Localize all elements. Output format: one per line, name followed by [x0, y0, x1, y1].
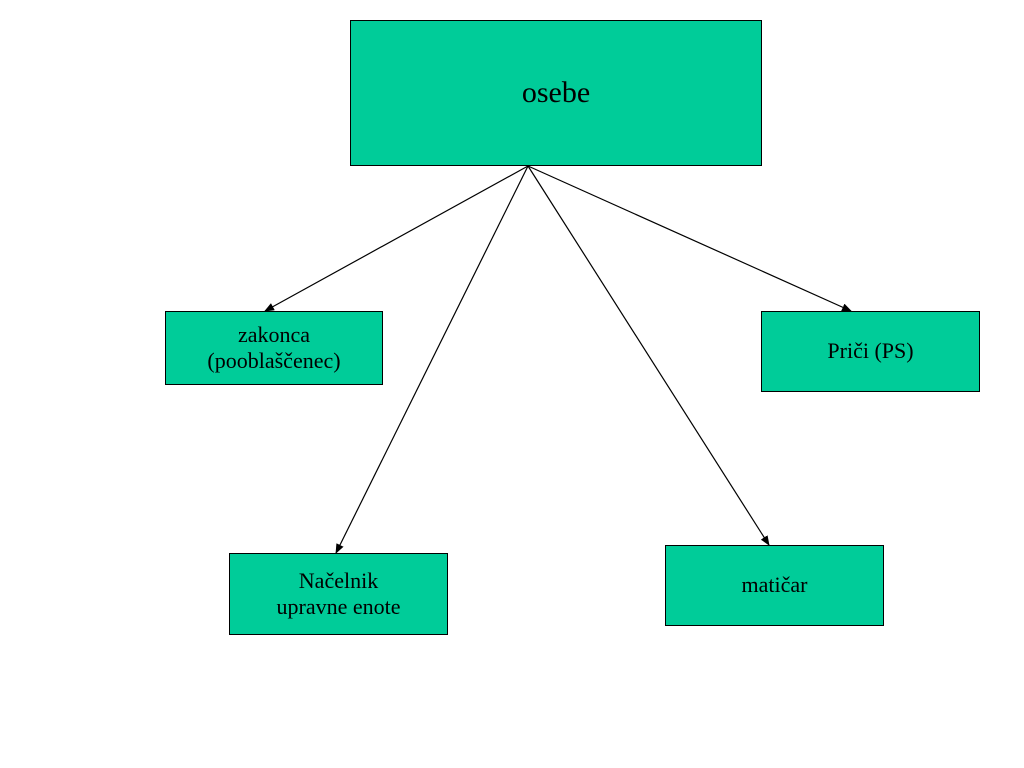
- edge-root-to-witnesses: [527, 165, 852, 312]
- node-osebe-label: osebe: [521, 76, 591, 109]
- edge-root-to-unit-head: [335, 165, 529, 554]
- edge-root-to-spouses: [264, 165, 529, 312]
- node-osebe: osebe: [350, 20, 762, 166]
- node-zakonca-label: zakonca (pooblaščenec): [207, 321, 341, 373]
- node-prici: Priči (PS): [761, 311, 980, 392]
- node-maticar: matičar: [665, 545, 884, 626]
- node-maticar-label: matičar: [741, 572, 808, 598]
- node-nacelnik: Načelnik upravne enote: [229, 553, 448, 635]
- node-prici-label: Priči (PS): [827, 338, 914, 364]
- node-nacelnik-label: Načelnik upravne enote: [276, 567, 401, 619]
- edge-root-to-registrar: [527, 165, 770, 546]
- node-zakonca: zakonca (pooblaščenec): [165, 311, 383, 385]
